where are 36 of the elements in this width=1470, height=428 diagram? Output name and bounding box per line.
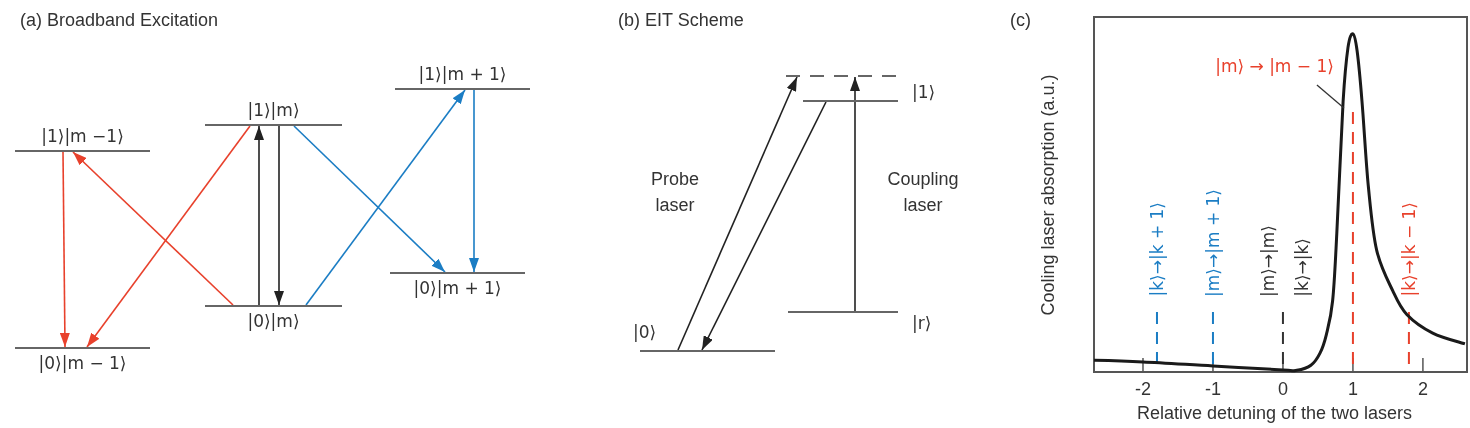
- state-label: |0⟩: [633, 322, 657, 342]
- state-label: |0⟩|m⟩: [246, 311, 301, 331]
- transition-arrow: [72, 151, 234, 306]
- state-label: |1⟩|m −1⟩: [40, 126, 125, 146]
- energy-level: [395, 64, 530, 90]
- state-label: |0⟩|m + 1⟩: [412, 278, 503, 298]
- transition-arrow: [293, 125, 446, 273]
- state-label: |0⟩|m − 1⟩: [37, 353, 128, 373]
- energy-level: [15, 347, 150, 373]
- tick-label: -1: [1204, 379, 1221, 400]
- panel-title: (a) Broadband Excitation: [20, 10, 219, 31]
- state-label: |1⟩: [912, 82, 936, 102]
- laser-label: Coupling laser: [886, 168, 960, 217]
- tick-label: 0: [1277, 379, 1288, 400]
- panel-title: (b) EIT Scheme: [618, 10, 744, 31]
- transition-arrow: [86, 125, 251, 348]
- transition-arrow: [59, 151, 70, 348]
- transition-arrow: [274, 125, 284, 306]
- state-label: |r⟩: [912, 313, 932, 333]
- transition-arrow: [254, 125, 264, 306]
- tick-label: 2: [1417, 379, 1428, 400]
- energy-level: [390, 272, 525, 298]
- state-label: |1⟩|m⟩: [246, 100, 301, 120]
- tick-label: -2: [1135, 379, 1151, 400]
- axis-title: Cooling laser absorption (a.u.): [1037, 73, 1059, 316]
- axis-title: Relative detuning of the two lasers: [1136, 403, 1413, 424]
- tick-label: 1: [1347, 379, 1358, 400]
- laser-label: Probe laser: [649, 168, 700, 217]
- energy-level: [205, 305, 342, 331]
- energy-level: [205, 100, 342, 126]
- transition-arrow: [850, 76, 860, 312]
- transition-arrow: [469, 89, 479, 273]
- state-label: |1⟩|m + 1⟩: [417, 64, 508, 84]
- transition-arrow: [305, 89, 466, 306]
- energy-level: [15, 126, 150, 152]
- panel-title: (c): [1010, 10, 1031, 31]
